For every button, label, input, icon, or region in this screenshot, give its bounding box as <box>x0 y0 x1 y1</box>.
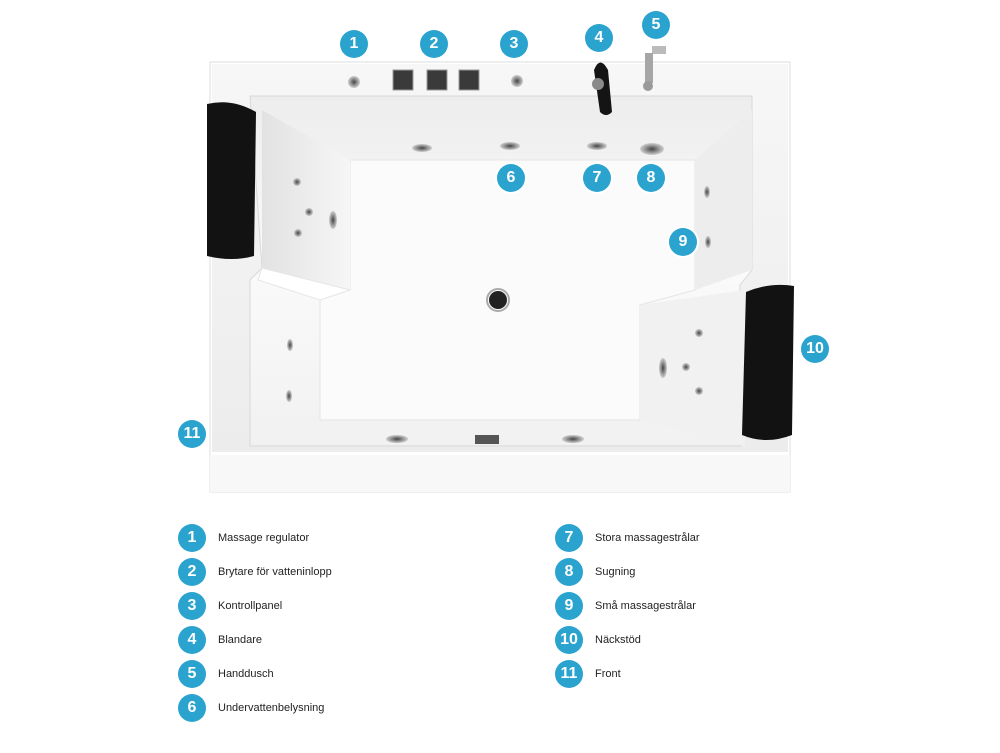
bottom-overflow <box>475 435 499 444</box>
left-jet-5 <box>287 339 293 351</box>
tub-floor <box>319 159 696 421</box>
small-massage-jet-2 <box>705 236 711 248</box>
large-massage-jet <box>587 142 607 150</box>
wall-jet <box>412 144 432 152</box>
right-seat <box>640 290 745 446</box>
callout-7: 7 <box>583 164 611 192</box>
right-jet-2 <box>682 363 690 371</box>
right-jet-1 <box>695 329 703 337</box>
massage-regulator-knob <box>348 76 360 88</box>
left-jet-4 <box>329 211 337 229</box>
callout-11: 11 <box>178 420 206 448</box>
mixer-base <box>592 78 604 90</box>
headrest-right <box>742 284 794 440</box>
water-inlet-switches <box>392 69 414 91</box>
callout-9: 9 <box>669 228 697 256</box>
callout-5: 5 <box>642 11 670 39</box>
control-panel-knob <box>511 75 523 87</box>
left-jet-6 <box>286 390 292 402</box>
callout-10: 10 <box>801 335 829 363</box>
tub-front-band <box>210 455 790 492</box>
small-massage-jets <box>704 186 710 198</box>
bottom-jet-2 <box>562 435 584 443</box>
callout-8: 8 <box>637 164 665 192</box>
underwater-light <box>500 142 520 150</box>
left-seat-top <box>257 267 352 301</box>
left-seat <box>262 110 350 290</box>
left-jet-1 <box>293 178 301 186</box>
callout-2: 2 <box>420 30 448 58</box>
hand-shower <box>652 46 666 54</box>
right-jet-3 <box>695 387 703 395</box>
callout-4: 4 <box>585 24 613 52</box>
right-jet-4 <box>659 358 667 378</box>
drain-ring <box>486 288 510 312</box>
headrest-left <box>207 102 256 259</box>
drain <box>489 291 507 309</box>
water-inlet-switch-3 <box>458 69 480 91</box>
callout-6: 6 <box>497 164 525 192</box>
left-jet-2 <box>305 208 313 216</box>
callout-3: 3 <box>500 30 528 58</box>
left-jet-3 <box>294 229 302 237</box>
water-inlet-switch-2 <box>426 69 448 91</box>
bottom-jet-1 <box>386 435 408 443</box>
hand-shower-handle <box>645 53 653 83</box>
mixer-faucet <box>594 62 612 115</box>
hand-shower-base <box>643 81 653 91</box>
callout-1: 1 <box>340 30 368 58</box>
suction-inlet <box>640 143 664 155</box>
